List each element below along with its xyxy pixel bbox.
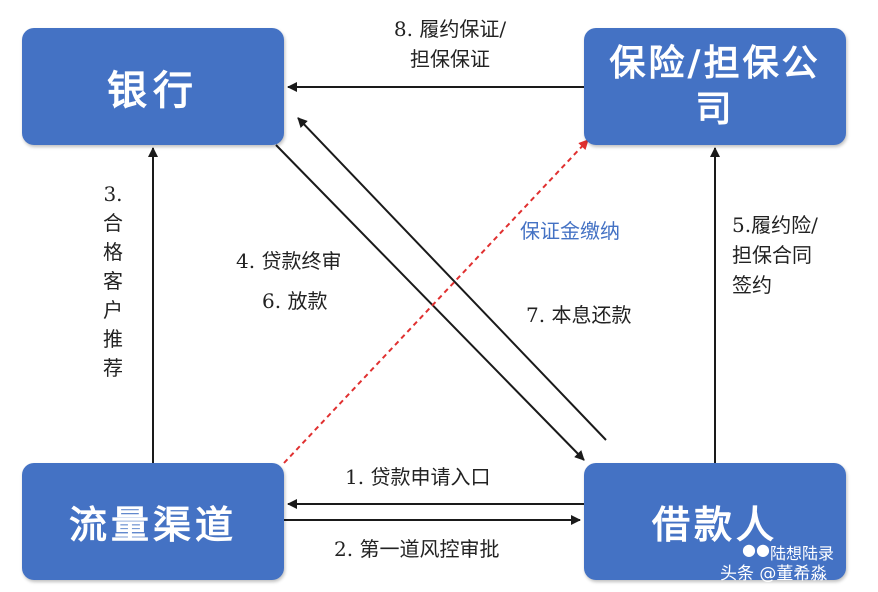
edge-label-1: 1. 贷款申请入口 [345, 465, 491, 489]
arrow-bank-to-borrower [275, 144, 585, 461]
channel-label: 流量渠道 [68, 503, 237, 547]
edge-label-5: 5.履约险/ 担保合同 签约 [732, 213, 818, 297]
borrower-node: 借款人 [584, 463, 846, 580]
borrower-label: 借款人 [651, 503, 778, 547]
insurer-node: 保险/担保公司 [584, 28, 846, 145]
arrow-borrower-to-bank [297, 117, 607, 441]
bank-label: 银行 [107, 67, 199, 114]
wechat-icon: ●● [742, 540, 770, 559]
arrow-channel-to-insurer-dashed [283, 139, 589, 464]
edge-label-2: 2. 第一道风控审批 [334, 537, 500, 561]
watermark: ●● 陆想陆录 头条 @董希淼 [720, 540, 860, 584]
edge-label-3: 3. 合格客户推荐 [103, 182, 123, 380]
watermark-line1: 陆想陆录 [770, 544, 835, 563]
edge-label-guarantee-deposit: 保证金缴纳 [520, 219, 620, 243]
edge-label-7: 7. 本息还款 [526, 303, 632, 327]
edge-label-8: 8. 履约保证/ 担保保证 [393, 17, 507, 71]
edge-label-4: 4. 贷款终审 [236, 249, 342, 273]
bank-node: 银行 [22, 28, 284, 145]
edge-label-6: 6. 放款 [262, 289, 328, 313]
channel-node: 流量渠道 [22, 463, 284, 580]
insurer-label: 保险/担保公司 [609, 42, 821, 130]
watermark-line2: 头条 @董希淼 [720, 564, 828, 584]
